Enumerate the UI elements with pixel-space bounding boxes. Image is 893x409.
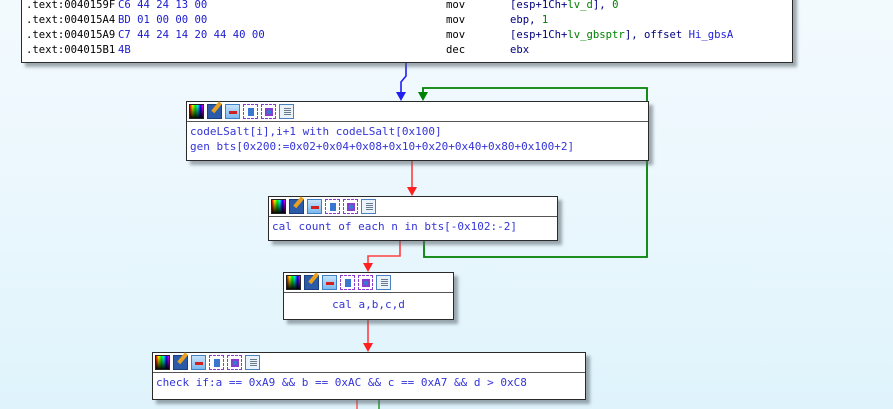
edit-icon[interactable] [173,355,188,370]
node-comment-line: cal count of each n in bts[-0x102:-2] [272,220,518,233]
color-icon[interactable] [155,355,170,370]
collapse-icon[interactable] [227,355,242,370]
node-toolbar [269,197,557,217]
ungroup-icon[interactable] [340,275,355,290]
edit-icon[interactable] [304,275,319,290]
asm-operands: ebx [510,43,529,58]
asm-operands: [esp+1Ch+lv_gbsptr], offset Hi_gbsA [510,28,733,43]
edge-arrowhead [407,187,417,196]
operand-number: 0 [612,0,619,11]
operand-variable[interactable]: lv_gbsptr [567,29,625,41]
text-view-icon[interactable] [376,275,391,290]
graph-node-2[interactable]: cal count of each n in bts[-0x102:-2] [268,196,558,241]
node-toolbar [284,273,453,293]
asm-address: .text:004015A9 [26,29,116,41]
asm-mnemonic: mov [446,29,466,41]
operand-variable[interactable]: lv_d [567,0,593,11]
operand-text: ], [592,0,613,11]
node-comment-line: gen bts[0x200:=0x02+0x04+0x08+0x10+0x20+… [190,140,575,153]
asm-line[interactable]: .text:004015A4 BD 01 00 00 00 mov ebp, 1 [26,13,548,28]
ungroup-icon[interactable] [325,199,340,214]
disassembly-block[interactable]: .text:0040159F C6 44 24 13 00 mov [esp+1… [21,0,793,63]
asm-bytes: C7 44 24 14 20 44 40 00 [118,29,265,41]
edit-icon[interactable] [289,199,304,214]
operand-symbol[interactable]: Hi_gbsA [688,29,734,41]
node-toolbar [187,102,648,122]
asm-operands: [esp+1Ch+lv_d], 0 [510,0,618,13]
asm-line[interactable]: .text:0040159F C6 44 24 13 00 mov [esp+1… [26,0,618,13]
collapse-icon[interactable] [343,199,358,214]
group-icon[interactable] [307,199,322,214]
edge-node2-to-node3[interactable] [367,240,401,265]
collapse-icon[interactable] [358,275,373,290]
text-view-icon[interactable] [279,104,294,119]
asm-mnemonic: dec [446,44,466,56]
edge-arrowhead [363,343,373,352]
asm-operands: ebp, 1 [510,13,548,28]
operand-register[interactable]: ebp [510,14,530,26]
group-icon[interactable] [225,104,240,119]
operand-text: [esp+1Ch+ [510,0,568,11]
graph-node-4[interactable]: check if:a == 0xA9 && b == 0xAC && c == … [152,352,586,400]
graph-node-1[interactable]: codeLSalt[i],i+1 with codeLSalt[0x100] ge… [186,101,649,161]
group-icon[interactable] [191,355,206,370]
node-body[interactable]: cal a,b,c,d [284,293,453,314]
edge-arrowhead [396,92,406,101]
node-body[interactable]: codeLSalt[i],i+1 with codeLSalt[0x100] ge… [187,122,648,156]
node-comment-line: codeLSalt[i],i+1 with codeLSalt[0x100] [190,125,442,138]
operand-register[interactable]: ebx [510,44,530,56]
operand-number: 1 [541,14,549,26]
edge-arrowhead [418,92,428,101]
operand-text: [esp+1Ch+ [510,29,568,41]
text-view-icon[interactable] [245,355,260,370]
ungroup-icon[interactable] [243,104,258,119]
node-toolbar [153,353,585,373]
operand-text: ], offset [624,29,689,41]
color-icon[interactable] [286,275,301,290]
asm-address: .text:004015B1 [26,44,116,56]
node-body[interactable]: cal count of each n in bts[-0x102:-2] [269,217,557,236]
edge-loop-node2-to-node1[interactable] [422,87,648,258]
color-icon[interactable] [271,199,286,214]
group-icon[interactable] [322,275,337,290]
node-body[interactable]: check if:a == 0xA9 && b == 0xAC && c == … [153,373,585,392]
asm-line[interactable]: .text:004015A9 C7 44 24 14 20 44 40 00 m… [26,28,733,43]
collapse-icon[interactable] [261,104,276,119]
operand-text: , [529,14,542,26]
asm-mnemonic: mov [446,14,466,26]
graph-node-3[interactable]: cal a,b,c,d [283,272,454,320]
asm-bytes: C6 44 24 13 00 [118,0,208,11]
edge-arrowhead [363,263,373,272]
edit-icon[interactable] [207,104,222,119]
ungroup-icon[interactable] [209,355,224,370]
asm-bytes: 4B [118,44,131,56]
asm-address: .text:0040159F [26,0,116,11]
asm-line[interactable]: .text:004015B1 4B dec ebx [26,43,529,58]
asm-bytes: BD 01 00 00 00 [118,14,208,26]
asm-mnemonic: mov [446,0,466,11]
node-comment-line: cal a,b,c,d [332,298,405,311]
asm-address: .text:004015A4 [26,14,116,26]
edge-top-to-node1[interactable] [400,62,407,94]
node-comment-line: check if:a == 0xA9 && b == 0xAC && c == … [156,376,527,389]
text-view-icon[interactable] [361,199,376,214]
color-icon[interactable] [189,104,204,119]
